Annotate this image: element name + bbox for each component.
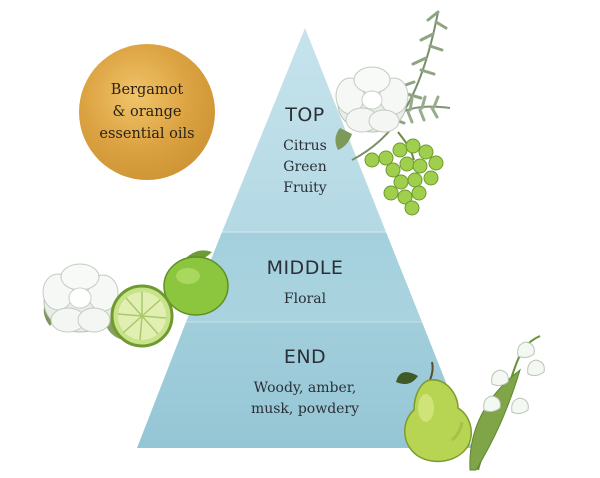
lily-of-the-valley-icon (470, 336, 544, 470)
tier-middle-text: MIDDLE Floral (225, 257, 385, 310)
tier-top-text: TOP Citrus Green Fruity (225, 104, 385, 199)
tier-middle-heading: MIDDLE (225, 257, 385, 279)
tier-top-note: Citrus (225, 136, 385, 157)
tier-middle-note: Floral (225, 289, 385, 310)
tier-top-heading: TOP (225, 104, 385, 126)
tier-top-note: Fruity (225, 178, 385, 199)
tier-end-heading: END (215, 346, 395, 368)
badge-text: Bergamot & orange essential oils (99, 79, 194, 145)
tier-top-note: Green (225, 157, 385, 178)
tier-end-note: musk, powdery (215, 399, 395, 420)
badge-line: & orange (99, 101, 194, 123)
tier-end-text: END Woody, amber, musk, powdery (215, 346, 395, 420)
gardenia-flower-icon (43, 264, 124, 340)
badge-line: essential oils (99, 123, 194, 145)
essential-oils-badge: Bergamot & orange essential oils (79, 44, 215, 180)
badge-line: Bergamot (99, 79, 194, 101)
tier-end-note: Woody, amber, (215, 378, 395, 399)
